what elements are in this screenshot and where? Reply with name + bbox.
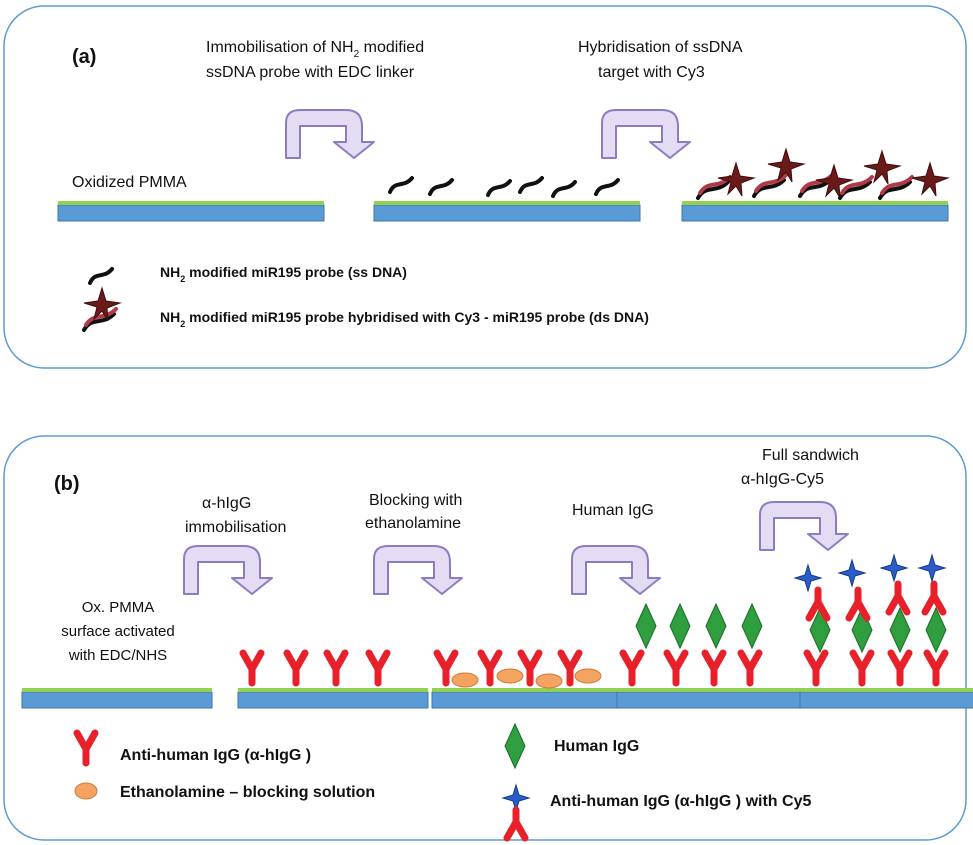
antibody-y-icon bbox=[243, 653, 261, 683]
legend-b-item-4: Anti-human IgG (α-hIgG ) with Cy5 bbox=[550, 793, 811, 810]
ssdna-probe bbox=[428, 178, 454, 196]
antibody-y-icon bbox=[807, 653, 825, 683]
panel-b-arrow-1 bbox=[183, 545, 273, 595]
human-igg-diamond-icon bbox=[705, 603, 727, 649]
detection-antibody-icon bbox=[849, 590, 867, 618]
panel-b-step1-line2: immobilisation bbox=[185, 519, 286, 536]
antibody-cy5-icon bbox=[502, 784, 530, 838]
panel-b-step2-line2: ethanolamine bbox=[365, 515, 461, 532]
panel-b-step1-line1: α-hIgG bbox=[202, 495, 251, 512]
substrate-b-5 bbox=[799, 687, 973, 709]
ethanolamine-oval-icon bbox=[451, 672, 479, 688]
substrate-b-4 bbox=[616, 687, 808, 709]
ethanolamine-oval-icon bbox=[535, 673, 563, 689]
antibody-y-icon bbox=[927, 653, 945, 683]
antibody-y-icon bbox=[891, 653, 909, 683]
dsdna-probe bbox=[752, 173, 788, 198]
antibody-y-icon bbox=[667, 653, 685, 683]
antibody-y-icon bbox=[369, 653, 387, 683]
capture-antibodies bbox=[243, 653, 387, 683]
substrate-label-a: Oxidized PMMA bbox=[72, 174, 187, 191]
panel-b-arrow-3 bbox=[571, 545, 661, 595]
cy3-star-icon bbox=[911, 162, 949, 197]
cy3-star-icon bbox=[717, 162, 755, 197]
legend-a-item-2: NH2 modified miR195 probe hybridised wit… bbox=[160, 309, 649, 329]
human-igg-diamond-icon bbox=[635, 603, 657, 649]
dsdna-cy3-probes bbox=[696, 148, 949, 200]
ethanolamine-oval-icon bbox=[496, 668, 524, 684]
ethanolamine-oval-icon bbox=[574, 668, 602, 684]
detection-antibody-icon bbox=[889, 584, 907, 612]
substrate-a-1 bbox=[57, 200, 325, 222]
panel-a-arrow-2 bbox=[601, 109, 691, 159]
antibody-y-icon bbox=[741, 653, 759, 683]
panel-a-step2-line1: Hybridisation of ssDNA bbox=[578, 39, 743, 56]
ssdna-strand-icon bbox=[88, 267, 114, 285]
dsdna-probe bbox=[878, 175, 914, 200]
panel-b-step2-line1: Blocking with bbox=[369, 492, 462, 509]
antibody-y-icon bbox=[623, 653, 641, 683]
legend-a-item-1: NH2 modified miR195 probe (ss DNA) bbox=[160, 264, 407, 284]
ssdna-probe bbox=[518, 176, 544, 194]
ssdna-probes bbox=[388, 176, 620, 198]
detection-antibody-icon bbox=[925, 584, 943, 612]
panel-a-arrow-1 bbox=[285, 109, 375, 159]
ssdna-probe bbox=[388, 176, 414, 194]
substrate-b-3 bbox=[431, 687, 623, 709]
antibody-y-icon bbox=[705, 653, 723, 683]
legend-b-item-3: Human IgG bbox=[554, 738, 639, 755]
substrate-label-b-line2: surface activated bbox=[61, 623, 174, 640]
antibody-y-icon bbox=[481, 653, 499, 683]
antibody-y-icon bbox=[77, 733, 95, 763]
human-igg-diamond-icon bbox=[669, 603, 691, 649]
substrate-label-b-line3: with EDC/NHS bbox=[68, 647, 167, 664]
panel-b-step4-line2: α-hIgG-Cy5 bbox=[741, 471, 824, 488]
panel-b-step3-line1: Human IgG bbox=[572, 502, 654, 519]
substrate-b-1 bbox=[21, 687, 213, 709]
antibody-y-icon bbox=[853, 653, 871, 683]
dsdna-cy3-icon bbox=[82, 287, 121, 332]
blocked-surface bbox=[437, 653, 602, 689]
substrate-b-2 bbox=[237, 687, 429, 709]
human-igg-diamond-icon bbox=[504, 723, 526, 769]
panel-b-step4-line1: Full sandwich bbox=[762, 447, 859, 464]
ethanolamine-oval-icon bbox=[74, 782, 98, 800]
panel-a-step1-line1: Immobilisation of NH2 modified bbox=[206, 39, 424, 60]
ssdna-probe bbox=[486, 179, 512, 197]
human-igg-diamond-icon bbox=[741, 603, 763, 649]
cy5-star-icon bbox=[880, 554, 908, 582]
substrate-a-3 bbox=[681, 200, 949, 222]
panel-b-label: (b) bbox=[54, 473, 80, 495]
legend-b-item-2: Ethanolamine – blocking solution bbox=[120, 784, 375, 801]
panel-a-step2-line2: target with Cy3 bbox=[598, 64, 705, 81]
antibody-y-icon bbox=[287, 653, 305, 683]
panel-a-label: (a) bbox=[72, 46, 96, 68]
substrate-a-2 bbox=[373, 200, 641, 222]
panel-a-step1-line2: ssDNA probe with EDC linker bbox=[206, 64, 415, 81]
ssdna-probe bbox=[551, 180, 577, 198]
cy5-star-icon bbox=[918, 554, 946, 582]
antibody-y-icon bbox=[327, 653, 345, 683]
ssdna-probe bbox=[594, 178, 620, 196]
panel-b-arrow-4 bbox=[759, 501, 849, 551]
cy5-star-icon bbox=[838, 559, 866, 587]
panel-b-arrow-2 bbox=[373, 545, 463, 595]
full-sandwich bbox=[794, 554, 946, 683]
legend-b-item-1: Anti-human IgG (α-hIgG ) bbox=[120, 747, 311, 764]
human-igg-bound bbox=[623, 603, 763, 683]
substrate-label-b-line1: Ox. PMMA bbox=[82, 599, 155, 616]
panel-b-frame bbox=[3, 435, 967, 841]
panel-a-frame bbox=[3, 5, 967, 369]
